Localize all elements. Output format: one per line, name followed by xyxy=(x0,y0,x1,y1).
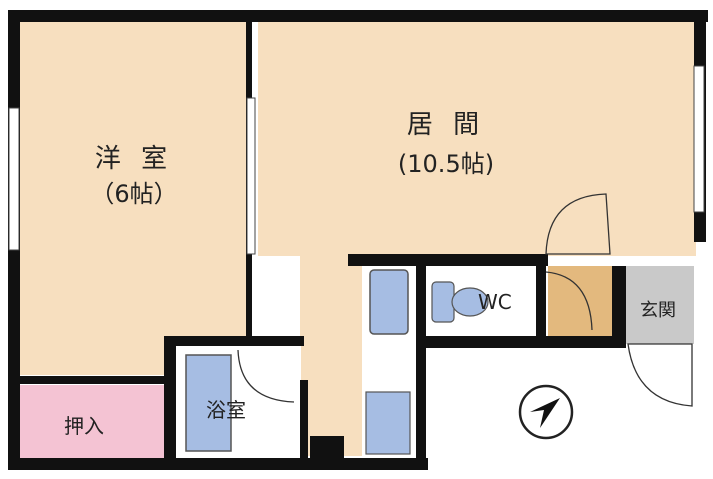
fixtures xyxy=(185,269,489,455)
toilet-label: WC xyxy=(478,290,512,314)
bathtub xyxy=(185,354,232,452)
wall-closet-top xyxy=(18,376,166,384)
kitchen-counter xyxy=(369,269,409,335)
western-room-size: （6帖） xyxy=(90,180,178,208)
wall-corridor-top xyxy=(348,254,548,266)
wall-bath-top xyxy=(164,336,304,346)
closet-label: 押入 xyxy=(64,414,104,438)
wall-entrance-edge xyxy=(612,266,626,346)
wall-bottom-left xyxy=(8,458,428,470)
floor-fills xyxy=(18,20,696,460)
bathroom-label: 浴室 xyxy=(206,398,246,422)
door-wc-swing xyxy=(545,271,593,331)
wall-corridor-right xyxy=(416,254,426,470)
wall-bath-left xyxy=(164,336,176,470)
door-living-swing xyxy=(545,193,611,255)
doors xyxy=(237,193,693,407)
western-room-name: 洋 室 xyxy=(94,144,174,174)
door-entrance-swing xyxy=(627,343,693,407)
compass-north-arrow-icon xyxy=(518,384,574,440)
wall-corridor-stub xyxy=(310,436,344,460)
entrance-label: 玄関 xyxy=(640,300,676,321)
living-room-floor xyxy=(258,20,696,256)
wall-bath-right xyxy=(300,380,308,470)
entrance-tile xyxy=(624,266,694,344)
door-bath-swing xyxy=(237,349,295,403)
wall-service-bottom xyxy=(416,336,626,348)
living-room-size: (10.5帖) xyxy=(397,150,495,178)
corridor-floor xyxy=(300,256,362,456)
toilet-bowl xyxy=(451,287,489,317)
kitchen-unit xyxy=(365,391,411,455)
living-room-name: 居 間 xyxy=(406,110,486,140)
toilet-tank xyxy=(431,281,455,323)
windows xyxy=(8,65,705,255)
wall-wc-right xyxy=(536,266,546,338)
window-west xyxy=(8,107,20,251)
wall-top xyxy=(8,10,708,22)
window-east xyxy=(693,65,705,213)
window-partition xyxy=(246,97,256,255)
closet-floor xyxy=(18,385,164,460)
western-room-floor xyxy=(18,20,248,375)
